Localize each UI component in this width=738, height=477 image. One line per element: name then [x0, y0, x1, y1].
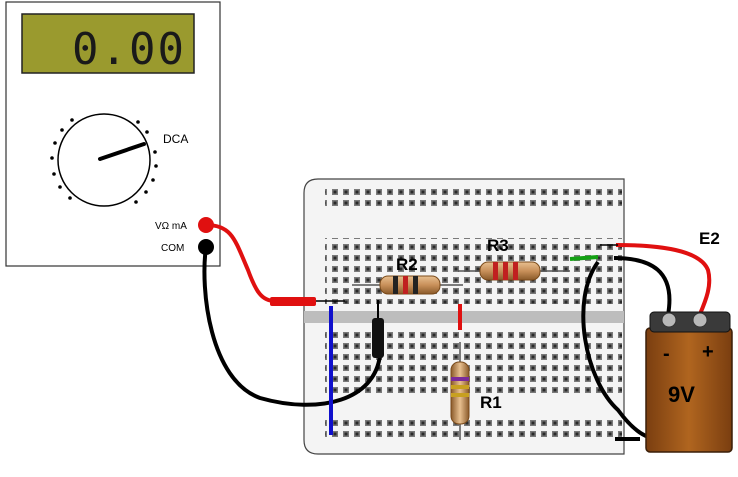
battery-black-wire: [613, 256, 672, 316]
range-label: DCA: [163, 132, 188, 146]
jack-vma-label: VΩ mA: [155, 221, 187, 232]
selector-dial[interactable]: [57, 113, 151, 207]
r2-band-3: [413, 276, 418, 294]
multimeter: 0.00 DCA VΩ mA COM: [5, 1, 221, 267]
battery-plus-terminal[interactable]: [692, 312, 708, 328]
battery-9v: [645, 311, 733, 453]
black-probe-tip[interactable]: [372, 318, 384, 358]
red-test-lead: [205, 223, 276, 303]
resistor-r3[interactable]: [458, 261, 570, 281]
battery-red-wire: [615, 243, 712, 315]
r3-label: R3: [487, 236, 509, 255]
jack-com-label: COM: [161, 243, 184, 254]
bottom-rail-holes: [325, 420, 622, 442]
red-probe-tip[interactable]: [270, 297, 316, 306]
dial-position-dots: [50, 118, 158, 204]
r1-band-3: [451, 393, 469, 397]
resistor-r1[interactable]: [450, 342, 470, 440]
r2-label: R2: [396, 255, 418, 274]
lcd-reading: 0.00: [72, 24, 186, 75]
lcd-display: [21, 13, 195, 74]
r3-band-3: [513, 262, 518, 280]
r3-band-2: [503, 262, 508, 280]
green-jumper-wire: [569, 255, 599, 261]
battery-voltage-label: 9V: [668, 382, 695, 407]
resistor-r2[interactable]: [352, 275, 463, 295]
battery-minus-terminal[interactable]: [661, 312, 677, 328]
r1-label: R1: [480, 393, 502, 412]
black-test-lead: [202, 246, 382, 407]
center-channel: [304, 311, 624, 323]
lower-strip-holes: [325, 330, 622, 396]
battery-plus-label: +: [702, 341, 714, 363]
top-rail-holes: [325, 186, 622, 208]
breadboard: [303, 178, 625, 455]
r1-band-2: [451, 385, 469, 389]
dial-pointer: [98, 142, 146, 161]
r1-band-1: [451, 377, 469, 381]
r3-band-1: [493, 262, 498, 280]
battery-minus-label: -: [663, 343, 670, 365]
r2-band-1: [393, 276, 398, 294]
r2-band-2: [403, 276, 408, 294]
e2-label: E2: [699, 229, 720, 248]
